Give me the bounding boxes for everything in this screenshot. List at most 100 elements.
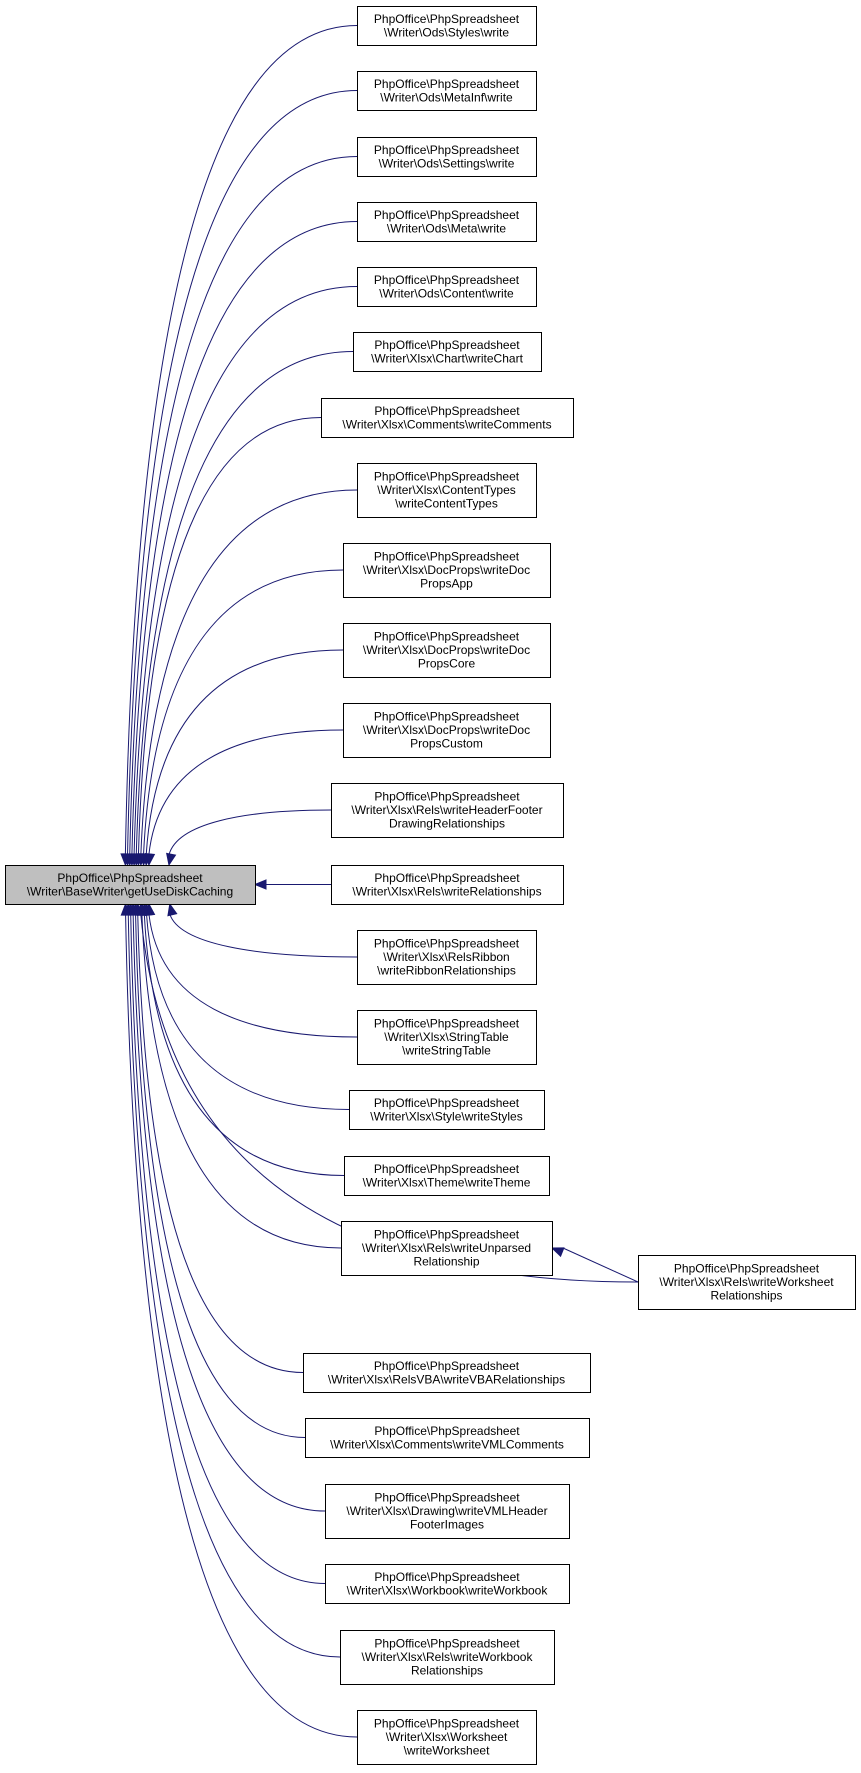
node-label-line: \Writer\Xlsx\Theme\writeTheme <box>363 1175 531 1189</box>
node-box <box>343 543 551 598</box>
edge-xlsx_drawing_vml-to-root <box>128 902 326 1512</box>
edge-xlsx_style-to-root <box>142 902 350 1110</box>
node-xlsx-docprops-app[interactable]: PhpOffice\PhpSpreadsheet\Writer\Xlsx\Doc… <box>343 543 551 598</box>
edge-line <box>131 221 358 856</box>
edge-line <box>133 286 358 856</box>
edge-xlsx_contenttypes-to-root <box>136 489 358 867</box>
node-box <box>353 332 542 372</box>
node-label-line: \Writer\Ods\Content\write <box>379 286 514 300</box>
node-label-line: PhpOffice\PhpSpreadsheet <box>374 12 520 26</box>
node-xlsx-relsvba[interactable]: PhpOffice\PhpSpreadsheet\Writer\Xlsx\Rel… <box>303 1353 591 1393</box>
node-label-line: \Writer\Xlsx\Rels\writeUnparsed <box>362 1241 531 1255</box>
node-box <box>325 1484 570 1539</box>
node-xlsx-vmlcomments[interactable]: PhpOffice\PhpSpreadsheet\Writer\Xlsx\Com… <box>305 1418 590 1458</box>
node-label-line: \Writer\Xlsx\ContentTypes <box>377 483 516 497</box>
node-xlsx-contenttypes[interactable]: PhpOffice\PhpSpreadsheet\Writer\Xlsx\Con… <box>357 463 537 518</box>
node-ods-styles[interactable]: PhpOffice\PhpSpreadsheet\Writer\Ods\Styl… <box>357 6 537 46</box>
edge-line <box>168 809 332 856</box>
node-xlsx-docprops-core[interactable]: PhpOffice\PhpSpreadsheet\Writer\Xlsx\Doc… <box>343 623 551 678</box>
node-label-line: PhpOffice\PhpSpreadsheet <box>374 1570 520 1584</box>
node-box <box>331 783 564 838</box>
edge-ods_metainf-to-root <box>122 90 358 867</box>
edge-arrowhead <box>253 879 267 890</box>
node-xlsx-docprops-custom[interactable]: PhpOffice\PhpSpreadsheet\Writer\Xlsx\Doc… <box>343 703 551 758</box>
node-ods-metainf[interactable]: PhpOffice\PhpSpreadsheet\Writer\Ods\Meta… <box>357 71 537 111</box>
node-label-line: PhpOffice\PhpSpreadsheet <box>374 1162 520 1176</box>
node-label-line: \Writer\Ods\Meta\write <box>387 221 506 235</box>
node-label-line: \Writer\Xlsx\RelsRibbon <box>383 950 509 964</box>
edge-xlsx_docprops_app-to-root <box>138 569 344 867</box>
node-label-line: FooterImages <box>410 1518 484 1532</box>
nodes-layer: PhpOffice\PhpSpreadsheet \Writer\BaseWrit… <box>5 6 856 1765</box>
node-ods-meta[interactable]: PhpOffice\PhpSpreadsheet\Writer\Ods\Meta… <box>357 202 537 242</box>
edge-xlsx_rels_worksheet-to-xlsx_rels_unparsed <box>550 1247 639 1283</box>
node-label-line: PhpOffice\PhpSpreadsheet <box>374 1228 520 1242</box>
edge-arrowhead <box>144 853 156 867</box>
edge-xlsx_docprops_core-to-root <box>141 649 344 867</box>
node-xlsx-style[interactable]: PhpOffice\PhpSpreadsheet\Writer\Xlsx\Sty… <box>349 1090 545 1130</box>
edge-xlsx_rels_workbook-to-root <box>123 902 341 1658</box>
edge-xlsx_docprops_custom-to-root <box>144 729 344 867</box>
edge-xlsx_comments-to-root <box>133 417 322 867</box>
edge-line <box>169 913 358 958</box>
node-xlsx-stringtable[interactable]: PhpOffice\PhpSpreadsheet\Writer\Xlsx\Str… <box>357 1010 537 1065</box>
node-xlsx-rels-rel[interactable]: PhpOffice\PhpSpreadsheet\Writer\Xlsx\Rel… <box>331 865 564 905</box>
node-label-line: PhpOffice\PhpSpreadsheet <box>374 550 520 564</box>
edge-line <box>143 913 345 1176</box>
node-xlsx-workbook[interactable]: PhpOffice\PhpSpreadsheet\Writer\Xlsx\Wor… <box>325 1564 570 1604</box>
node-label-line: \Writer\Xlsx\DocProps\writeDoc <box>363 563 530 577</box>
node-label-line: \Writer\Ods\MetaInf\write <box>380 90 513 104</box>
node-xlsx-chart[interactable]: PhpOffice\PhpSpreadsheet\Writer\Xlsx\Cha… <box>353 332 542 372</box>
node-label-line: \writeContentTypes <box>395 497 498 511</box>
node-label-line: PropsCustom <box>410 737 483 751</box>
edge-xlsx_vmlcomments-to-root <box>130 902 306 1438</box>
edge-line <box>148 729 344 856</box>
edge-arrowhead <box>166 852 177 867</box>
node-xlsx-rels-workbook[interactable]: PhpOffice\PhpSpreadsheet\Writer\Xlsx\Rel… <box>340 1630 555 1685</box>
edge-line <box>135 351 354 856</box>
node-label-line: \Writer\Xlsx\Style\writeStyles <box>370 1109 522 1123</box>
node-xlsx-rels-unparsed[interactable]: PhpOffice\PhpSpreadsheet\Writer\Xlsx\Rel… <box>341 1221 553 1276</box>
node-ods-content[interactable]: PhpOffice\PhpSpreadsheet\Writer\Ods\Cont… <box>357 267 537 307</box>
node-label-line: PhpOffice\PhpSpreadsheet <box>374 1359 520 1373</box>
node-xlsx-worksheet[interactable]: PhpOffice\PhpSpreadsheet\Writer\Xlsx\Wor… <box>357 1710 537 1765</box>
node-box <box>325 1564 570 1604</box>
edge-line <box>137 417 322 856</box>
node-label-line: \Writer\Xlsx\Rels\writeWorksheet <box>659 1275 834 1289</box>
edge-line <box>143 569 344 856</box>
node-box <box>331 865 564 905</box>
node-ods-settings[interactable]: PhpOffice\PhpSpreadsheet\Writer\Ods\Sett… <box>357 137 537 177</box>
edge-line <box>124 25 358 856</box>
node-box <box>357 930 537 985</box>
node-root[interactable]: PhpOffice\PhpSpreadsheet\Writer\BaseWrit… <box>5 865 256 905</box>
node-label-line: PhpOffice\PhpSpreadsheet <box>374 77 520 91</box>
node-box <box>357 267 537 307</box>
edge-line <box>140 489 358 856</box>
node-xlsx-comments[interactable]: PhpOffice\PhpSpreadsheet\Writer\Xlsx\Com… <box>321 398 574 438</box>
node-label-line: \Writer\Xlsx\Rels\writeRelationships <box>352 884 541 898</box>
node-xlsx-drawing-vml[interactable]: PhpOffice\PhpSpreadsheet\Writer\Xlsx\Dra… <box>325 1484 570 1539</box>
node-box <box>357 137 537 177</box>
node-label-line: PropsApp <box>420 577 473 591</box>
node-label-line: \Writer\Xlsx\Chart\writeChart <box>371 351 523 365</box>
node-label-line: \writeWorksheet <box>404 1744 490 1758</box>
node-label-line: PhpOffice\PhpSpreadsheet <box>374 1017 520 1031</box>
node-box <box>5 865 256 905</box>
node-xlsx-relsribbon[interactable]: PhpOffice\PhpSpreadsheet\Writer\Xlsx\Rel… <box>357 930 537 985</box>
node-label-line: \Writer\Xlsx\RelsVBA\writeVBARelationshi… <box>328 1372 565 1386</box>
node-box <box>303 1353 591 1393</box>
node-label-line: \Writer\Xlsx\Comments\writeComments <box>342 417 551 431</box>
node-label-line: \Writer\BaseWriter\getUseDiskCaching <box>27 884 233 898</box>
node-xlsx-rels-hf[interactable]: PhpOffice\PhpSpreadsheet\Writer\Xlsx\Rel… <box>331 783 564 838</box>
node-label-line: PhpOffice\PhpSpreadsheet <box>374 710 520 724</box>
node-box <box>357 202 537 242</box>
node-label-line: \Writer\Xlsx\Drawing\writeVMLHeader <box>346 1504 547 1518</box>
node-label-line: \Writer\Xlsx\DocProps\writeDoc <box>363 643 530 657</box>
edge-xlsx_rels_hf-to-root <box>166 809 332 867</box>
node-xlsx-theme[interactable]: PhpOffice\PhpSpreadsheet\Writer\Xlsx\The… <box>344 1156 550 1196</box>
node-box <box>344 1156 550 1196</box>
node-label-line: \Writer\Xlsx\Workbook\writeWorkbook <box>347 1583 549 1597</box>
node-xlsx-rels-worksheet[interactable]: PhpOffice\PhpSpreadsheet\Writer\Xlsx\Rel… <box>638 1255 856 1310</box>
node-label-line: PropsCore <box>418 657 476 671</box>
